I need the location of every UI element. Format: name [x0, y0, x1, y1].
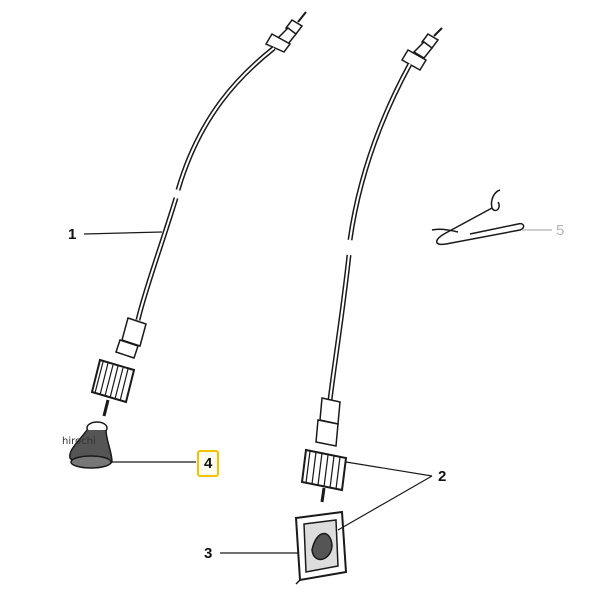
watermark-text: hirochi: [62, 436, 96, 447]
callout-5: 5: [556, 222, 565, 239]
callout-4-highlighted[interactable]: 4: [197, 450, 220, 477]
left-cable: [90, 11, 307, 417]
right-cable: [300, 27, 443, 503]
leader-lines: [83, 231, 433, 554]
callout-1: 1: [68, 226, 77, 243]
callout-3: 3: [204, 545, 213, 562]
callout-2: 2: [438, 468, 447, 485]
grommet: [294, 510, 348, 585]
rubber-boot: [69, 421, 113, 469]
wire-clip: [431, 189, 525, 246]
